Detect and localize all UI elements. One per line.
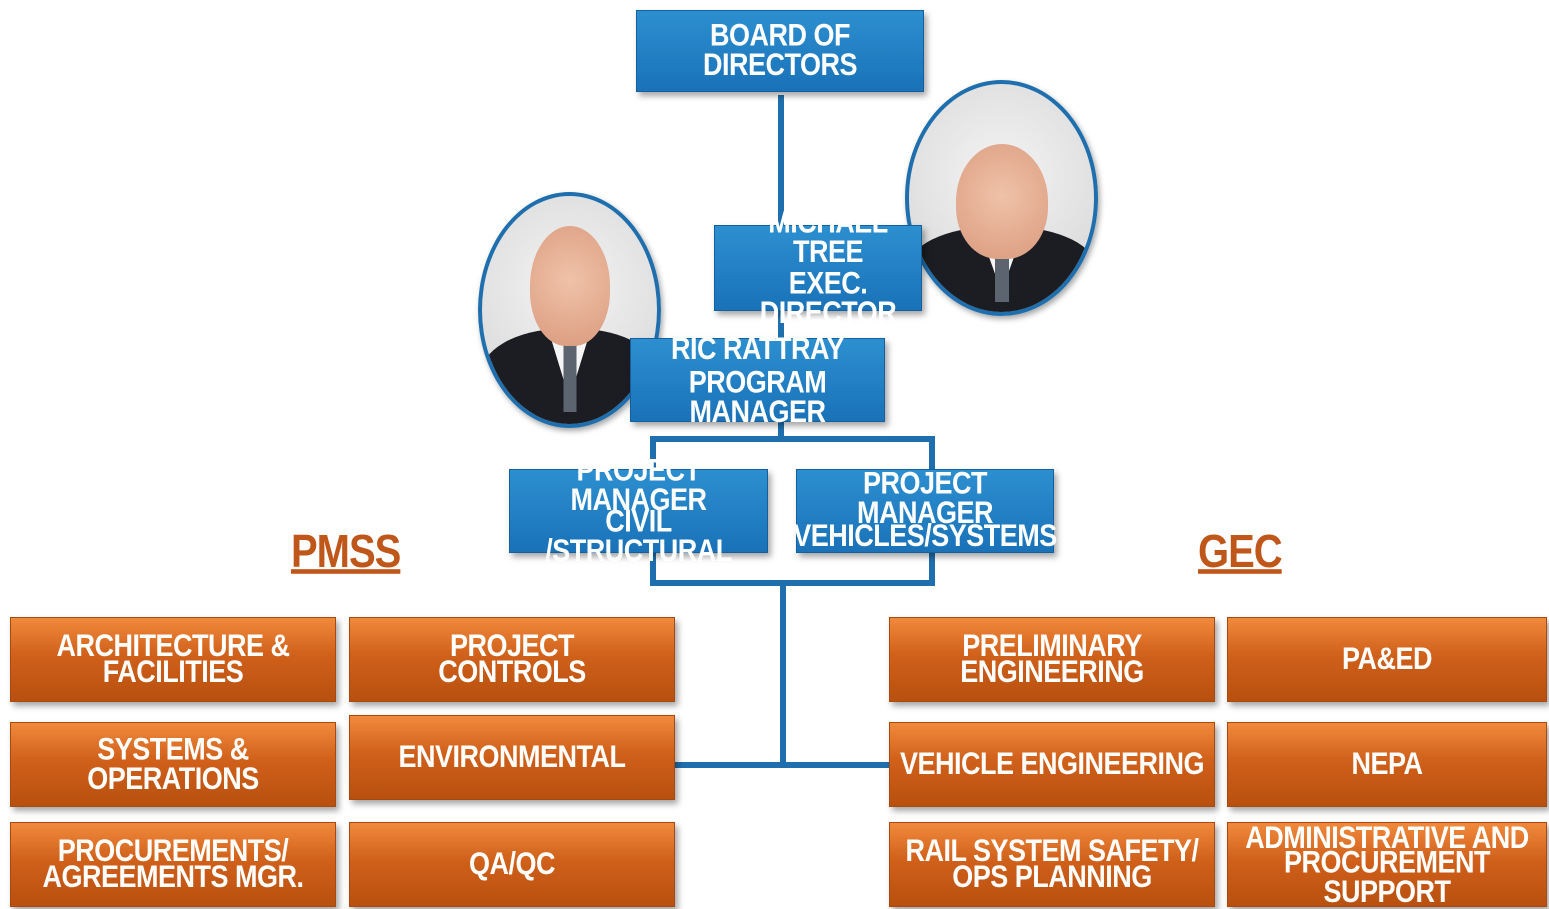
program-manager-name: RIC RATTRAY [670,331,845,366]
gec-box-line2: OPS PLANNING [952,859,1152,894]
connector-horizontal [670,762,892,768]
gec-vehicle-engineering-box: VEHICLE ENGINEERING [889,722,1215,807]
pmss-heading: PMSS [291,526,401,578]
gec-preliminary-engineering-box: PRELIMINARY ENGINEERING [889,617,1215,702]
pm-vehicles-line1: PROJECT MANAGER [857,465,994,530]
pm-civil-line2: CIVIL /STRUCTURAL [545,503,732,568]
connector-center-drop [780,580,786,768]
executive-director-name: MICHAEL TREE [768,204,888,269]
connector-top-bar [650,436,935,442]
michael-tree-photo [905,80,1098,316]
pmss-procurements-agreements-box: PROCUREMENTS/ AGREEMENTS MGR. [10,822,336,907]
board-of-directors-box: BOARD OF DIRECTORS [636,10,924,92]
pmss-box-line1: QA/QC [468,846,556,881]
gec-box-line1: VEHICLE ENGINEERING [899,746,1205,781]
pmss-box-line1: PROCUREMENTS/ [57,833,289,868]
pmss-architecture-facilities-box: ARCHITECTURE & FACILITIES [10,617,336,702]
pmss-box-line1: ENVIRONMENTAL [398,739,627,774]
executive-director-box: MICHAEL TREE EXEC. DIRECTOR [714,206,922,328]
board-of-directors-label: BOARD OF DIRECTORS [702,18,858,83]
pmss-box-line2: AGREEMENTS MGR. [42,859,304,894]
pm-vehicles-systems-box: PROJECT MANAGER VEHICLES/SYSTEMS [793,465,1057,553]
pm-civil-structural-box: PROJECT MANAGER CIVIL /STRUCTURAL [509,454,768,566]
pmss-systems-operations-box: SYSTEMS & OPERATIONS [10,722,336,807]
pmss-environmental-box: ENVIRONMENTAL [349,715,675,800]
gec-box-line1: ADMINISTRATIVE AND [1245,820,1529,856]
gec-box-line1: PRELIMINARY [962,628,1142,663]
program-manager-title: PROGRAM MANAGER [688,364,827,429]
gec-box-line1: NEPA [1351,746,1423,781]
gec-paed-box: PA&ED [1227,617,1547,702]
gec-box-line1: RAIL SYSTEM SAFETY/ [905,833,1199,868]
connector-pm-split [778,420,784,440]
pmss-box-line1: ARCHITECTURE & [56,628,291,663]
executive-director-title: EXEC. DIRECTOR [759,265,897,330]
pmss-project-controls-box: PROJECT CONTROLS [349,617,675,702]
gec-nepa-box: NEPA [1227,722,1547,807]
pmss-box-line2: FACILITIES [102,654,244,689]
gec-rail-safety-ops-box: RAIL SYSTEM SAFETY/ OPS PLANNING [889,822,1215,907]
pmss-box-line1: SYSTEMS & OPERATIONS [87,731,259,796]
gec-box-line2: ENGINEERING [960,654,1144,689]
program-manager-box: RIC RATTRAY PROGRAM MANAGER [630,331,885,427]
gec-box-line1: PA&ED [1341,641,1433,676]
connector-board-exec [778,95,784,340]
gec-heading: GEC [1198,526,1283,578]
pmss-qa-qc-box: QA/QC [349,822,675,907]
pmss-box-line2: CONTROLS [438,654,586,689]
pm-vehicles-line2: VEHICLES/SYSTEMS [793,518,1057,553]
gec-admin-procurement-box: ADMINISTRATIVE AND PROCUREMENT SUPPORT [1227,822,1547,907]
connector-bottom-bar [650,580,935,586]
pmss-box-line1: PROJECT [449,628,575,663]
pm-civil-line1: PROJECT MANAGER [570,452,708,517]
gec-box-line2: PROCUREMENT SUPPORT [1283,844,1491,909]
